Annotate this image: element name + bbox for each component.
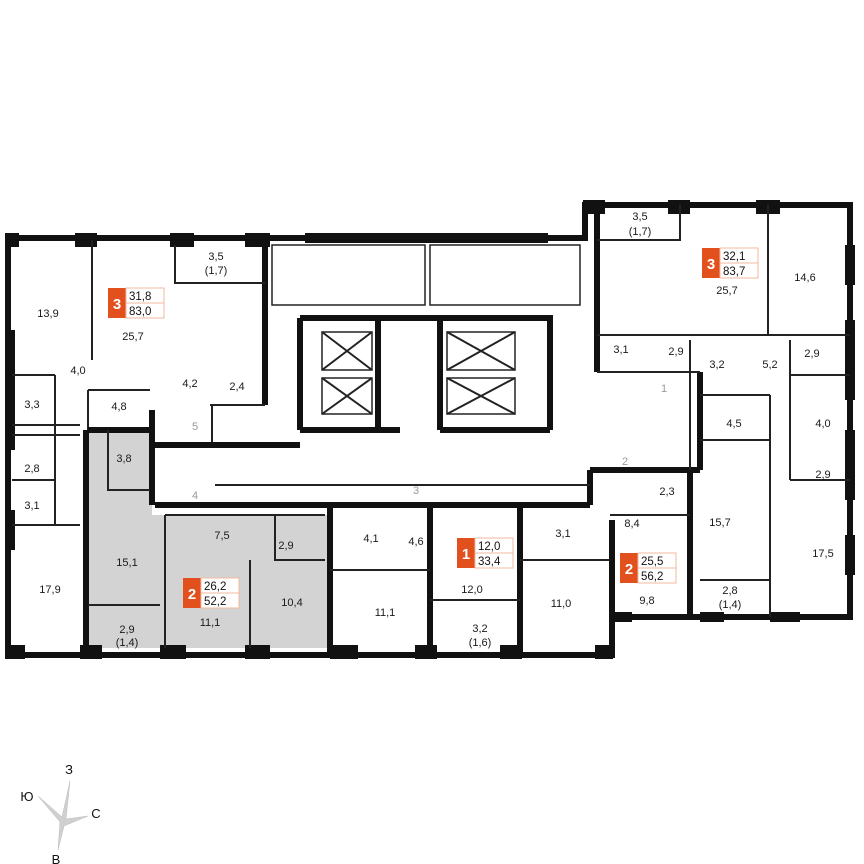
room-area-balcony: (1,6) — [469, 637, 492, 649]
exterior-wall — [5, 202, 853, 658]
section-number: 3 — [413, 485, 419, 497]
room-area: 2,8 — [24, 463, 39, 475]
room-area: 3,5 — [208, 251, 223, 263]
apartment-living-area: 12,0 — [478, 541, 500, 553]
apartment-living-area: 31,8 — [129, 291, 151, 303]
room-area: 9,8 — [639, 595, 654, 607]
compass-star-icon — [37, 780, 89, 851]
stair-left — [271, 244, 426, 306]
room-area: 3,3 — [24, 399, 39, 411]
room-labels: 13,9 25,7 3,5 (1,7) 4,0 4,2 2,4 3,3 4,8 … — [24, 211, 833, 649]
apartment-rooms: 2 — [625, 561, 633, 578]
apartment-total-area: 83,0 — [129, 306, 151, 318]
room-area: 2,9 — [119, 624, 134, 636]
compass-east: С — [91, 806, 100, 821]
room-area: 11,0 — [551, 598, 572, 610]
room-area: 11,1 — [200, 617, 221, 629]
room-area: 4,8 — [111, 401, 126, 413]
room-area: 3,2 — [472, 623, 487, 635]
apartment-badge[interactable]: 2 25,5 56,2 — [620, 552, 677, 584]
room-area: 4,2 — [182, 378, 197, 390]
room-area: 17,9 — [39, 584, 60, 596]
room-area: 2,9 — [815, 469, 830, 481]
compass: З Ю С В — [20, 762, 100, 864]
room-area: 11,1 — [375, 607, 396, 619]
room-area: 15,1 — [116, 557, 137, 569]
compass-south: В — [52, 852, 61, 864]
room-area: 4,1 — [363, 533, 378, 545]
apartment-living-area: 32,1 — [723, 251, 745, 263]
apartment-rooms: 2 — [188, 586, 196, 603]
room-area: 3,1 — [24, 500, 39, 512]
room-area: 5,2 — [762, 359, 777, 371]
apartment-badge[interactable]: 3 32,1 83,7 — [702, 247, 759, 279]
room-area: 2,8 — [722, 585, 737, 597]
room-area-balcony: (1,4) — [116, 637, 139, 649]
apartment-total-area: 52,2 — [204, 596, 226, 608]
apartment-total-area: 83,7 — [723, 266, 745, 278]
room-area: 4,5 — [726, 418, 741, 430]
room-area: 25,7 — [122, 331, 143, 343]
apartment-badge[interactable]: 2 26,2 52,2 — [183, 577, 240, 609]
elevator-shafts — [321, 331, 516, 415]
section-number: 4 — [192, 490, 198, 502]
selected-apartment-area[interactable] — [88, 430, 328, 648]
apartment-living-area: 26,2 — [204, 581, 226, 593]
room-area: 3,2 — [709, 359, 724, 371]
room-area: 17,5 — [812, 548, 833, 560]
room-area: 13,9 — [37, 308, 58, 320]
compass-north: З — [65, 762, 73, 777]
room-area: 2,9 — [804, 348, 819, 360]
room-area-balcony: (1,7) — [629, 226, 652, 238]
compass-west: Ю — [20, 789, 33, 804]
apartment-rooms: 3 — [113, 296, 121, 313]
room-area: 4,0 — [70, 365, 85, 377]
room-area-balcony: (1,7) — [205, 265, 228, 277]
room-area: 2,4 — [229, 381, 244, 393]
room-area: 3,1 — [555, 528, 570, 540]
room-area: 2,9 — [668, 346, 683, 358]
apartment-badge[interactable]: 1 12,0 33,4 — [457, 537, 514, 569]
apartment-total-area: 33,4 — [478, 556, 501, 568]
apartment-living-area: 25,5 — [641, 556, 663, 568]
apartment-rooms: 1 — [462, 546, 470, 563]
room-area: 14,6 — [794, 272, 815, 284]
room-area: 2,9 — [278, 540, 293, 552]
room-area: 12,0 — [461, 584, 482, 596]
room-area: 10,4 — [281, 597, 302, 609]
room-area: 2,3 — [659, 486, 674, 498]
room-area: 3,1 — [613, 344, 628, 356]
stair-right — [429, 244, 581, 306]
room-area: 8,4 — [624, 518, 639, 530]
room-area: 7,5 — [214, 530, 229, 542]
apartment-total-area: 56,2 — [641, 571, 663, 583]
section-number: 2 — [622, 456, 628, 468]
room-area: 4,6 — [408, 536, 423, 548]
apartment-rooms: 3 — [707, 256, 715, 273]
room-area: 3,5 — [632, 211, 647, 223]
section-numbers: 5 4 3 2 1 — [192, 383, 667, 502]
section-number: 1 — [661, 383, 667, 395]
room-area: 15,7 — [709, 517, 730, 529]
room-area: 25,7 — [716, 285, 737, 297]
section-number: 5 — [192, 421, 198, 433]
interior-walls — [12, 205, 850, 655]
room-area: 3,8 — [116, 453, 131, 465]
apartment-badge[interactable]: 3 31,8 83,0 — [108, 287, 165, 319]
room-area-balcony: (1,4) — [719, 599, 742, 611]
room-area: 4,0 — [815, 418, 830, 430]
